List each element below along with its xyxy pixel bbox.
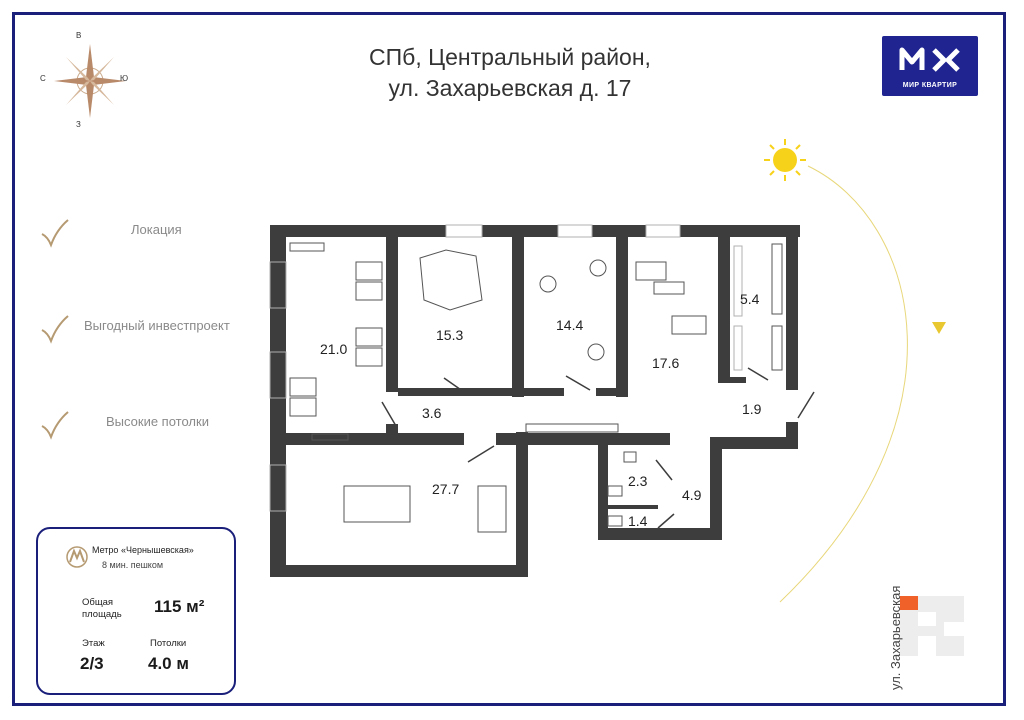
sun-path-arc	[779, 165, 908, 603]
area-label: Общая площадь	[82, 597, 122, 621]
address-line-2: ул. Захарьевская д. 17	[388, 75, 632, 101]
brand-mark-icon	[899, 47, 960, 72]
total-area-value: 115 м²	[154, 597, 205, 616]
doors	[381, 367, 815, 529]
area-label-line2: площадь	[82, 609, 122, 620]
address-line-1: СПб, Центральный район,	[369, 44, 651, 70]
room-area-label: 14.4	[556, 317, 583, 333]
compass-west-letter: С	[40, 74, 46, 83]
ceiling-label: Потолки	[150, 638, 187, 649]
metro-walk-time: 8 мин. пешком	[102, 560, 164, 570]
room-areas: 21.0 15.3 14.4 17.6 5.4 3.6 1.9 27.7 2.3…	[320, 291, 762, 529]
compass-north-letter: В	[76, 31, 81, 40]
compass-south-letter: З	[76, 120, 81, 129]
windows	[269, 224, 743, 512]
walls	[270, 225, 800, 577]
room-area-label: 2.3	[628, 473, 648, 489]
room-area-label: 4.9	[682, 487, 702, 503]
building-location-map	[900, 596, 964, 656]
info-card: Метро «Чернышевская» 8 мин. пешком Общая…	[36, 527, 236, 695]
floor-value: 2/3	[80, 654, 104, 673]
checkmark-icon	[41, 315, 69, 344]
room-area-label: 17.6	[652, 355, 679, 371]
area-label-line1: Общая	[82, 597, 114, 608]
checkmark-icon	[41, 219, 69, 248]
brand-logo: МИР КВАРТИР	[882, 36, 978, 96]
feature-investment: Выгодный инвестпроект	[84, 318, 230, 333]
compass-rose-icon: В З С Ю	[40, 31, 128, 129]
street-name-label: ул. Захарьевская	[888, 585, 903, 690]
room-area-label: 1.9	[742, 401, 762, 417]
compass-east-letter: Ю	[120, 74, 128, 83]
room-area-label: 5.4	[740, 291, 760, 307]
sun-icon	[764, 139, 806, 181]
room-area-label: 21.0	[320, 341, 347, 357]
brand-name: МИР КВАРТИР	[902, 82, 958, 89]
checkmark-icon	[41, 411, 69, 440]
moon-icon	[763, 572, 790, 613]
furniture	[289, 242, 783, 533]
ceiling-value: 4.0 м	[148, 654, 189, 673]
floor-label: Этаж	[82, 638, 105, 649]
room-area-label: 3.6	[422, 405, 442, 421]
feature-high-ceilings: Высокие потолки	[106, 414, 209, 429]
sun-path-arrow	[932, 322, 946, 334]
room-area-label: 27.7	[432, 481, 459, 497]
feature-location: Локация	[131, 222, 182, 237]
metro-logo-icon	[66, 546, 88, 568]
room-area-label: 1.4	[628, 513, 648, 529]
page-frame	[12, 12, 1006, 706]
room-area-label: 15.3	[436, 327, 463, 343]
metro-station: Метро «Чернышевская»	[92, 545, 194, 555]
